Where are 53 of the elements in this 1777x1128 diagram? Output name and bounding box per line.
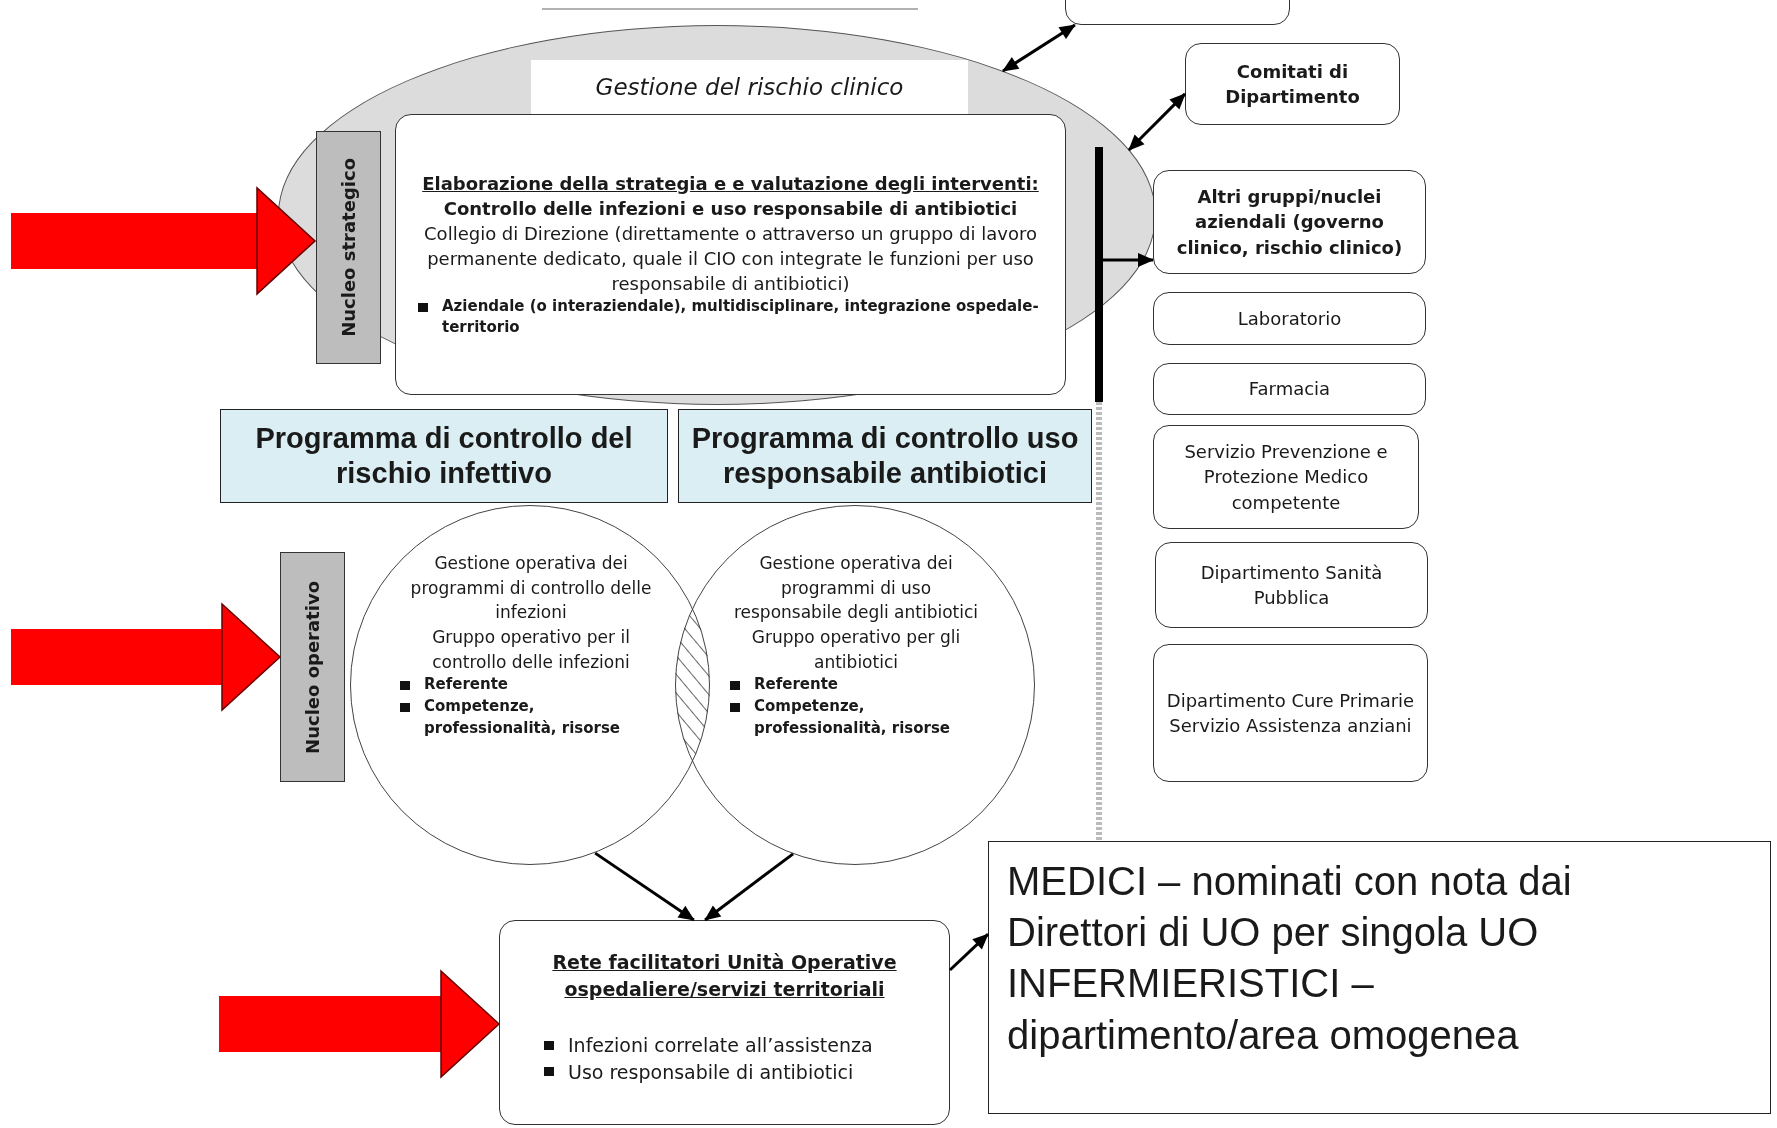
vertical-label-box [316, 131, 381, 364]
heading-text: Altri gruppi/nuclei aziendali (governo clinico, rischio clinico) [1175, 185, 1404, 260]
note-box [988, 841, 1771, 1114]
rounded-box [1153, 292, 1426, 345]
rounded-box [1153, 425, 1419, 529]
block-arrow [11, 603, 281, 711]
body-text: Controllo delle infezioni e uso responsabile di antibiotici [443, 196, 1018, 221]
heading-text: Dipartimento Cure Primarie Servizio Assistenza anziani [1165, 688, 1416, 738]
bullet-item: Competenze, professionalità, risorse [726, 695, 986, 740]
body-text: Gruppo operativo per il controllo delle infezioni [431, 625, 631, 674]
rounded-box [1153, 644, 1428, 782]
body-text: Gruppo operativo per gli antibiotici [750, 625, 962, 674]
arrow [594, 851, 695, 922]
rounded-box [1153, 363, 1426, 415]
bullet-item: Referente [726, 674, 839, 696]
vertical-label: Nucleo strategico [338, 158, 359, 337]
dashed-line [1096, 402, 1103, 841]
program-title: Programma di controllo uso responsabile antibiotici [690, 421, 1080, 491]
heading-text: Comitati di Dipartimento [1224, 59, 1361, 109]
heading-text: Laboratorio [1237, 306, 1342, 331]
heading-text: Gestione operativa dei programmi di uso responsabile degli antibiotici [732, 552, 980, 625]
bullet-item: Referente [396, 674, 509, 696]
note-text: MEDICI – nominati con nota dai Direttori di UO per singola UO [1007, 858, 1573, 957]
heading-text: Rete facilitatori Unità Operative ospedaliere/servizi territoriali [551, 950, 898, 1002]
program-box [220, 409, 668, 503]
heading-text: Farmacia [1248, 377, 1331, 402]
vertical-label: Nucleo operativo [302, 580, 323, 754]
heading-text: Gestione operativa dei programmi di controllo delle infezioni [409, 552, 653, 625]
arrow [1103, 252, 1154, 267]
group-title: Gestione del rischio clinico [531, 60, 968, 114]
bullet-item: Uso responsabile di antibiotici [540, 1058, 854, 1086]
program-title: Programma di controllo del rischio infettivo [254, 421, 634, 491]
block-arrow [219, 970, 500, 1078]
rounded-box [1155, 542, 1428, 628]
heading-text: Dipartimento Sanità Pubblica [1199, 560, 1384, 610]
rounded-box [395, 114, 1066, 395]
bullet-item: Infezioni correlate all’assistenza [540, 1032, 873, 1059]
arrow [1002, 23, 1076, 73]
heading-text: Servizio Prevenzione e Protezione Medico competente [1183, 440, 1389, 515]
body-text: Collegio di Direzione (direttamente o attraverso un gruppo di lavoro permanente dedicato, quale il CIO con integrate le funzioni per uso responsabile di antibiotici) [423, 221, 1038, 297]
rounded-box [499, 920, 950, 1125]
rounded-box [1153, 170, 1426, 274]
arrow [704, 852, 794, 922]
block-arrow [11, 187, 316, 295]
rounded-box [1185, 43, 1400, 125]
bullet-item: Aziendale (o interaziendale), multidisciplinare, integrazione ospedale-territorio [414, 296, 1047, 339]
note-text: INFERMIERISTICI – dipartimento/area omogenea [1007, 960, 1520, 1059]
heading-text: Elaborazione della strategia e e valutazione degli interventi: [422, 171, 1039, 196]
vertical-label-box [280, 552, 345, 782]
bullet-item: Competenze, professionalità, risorse [396, 695, 666, 740]
program-box [678, 409, 1092, 503]
arrow [948, 933, 990, 972]
arrow [1127, 92, 1187, 152]
